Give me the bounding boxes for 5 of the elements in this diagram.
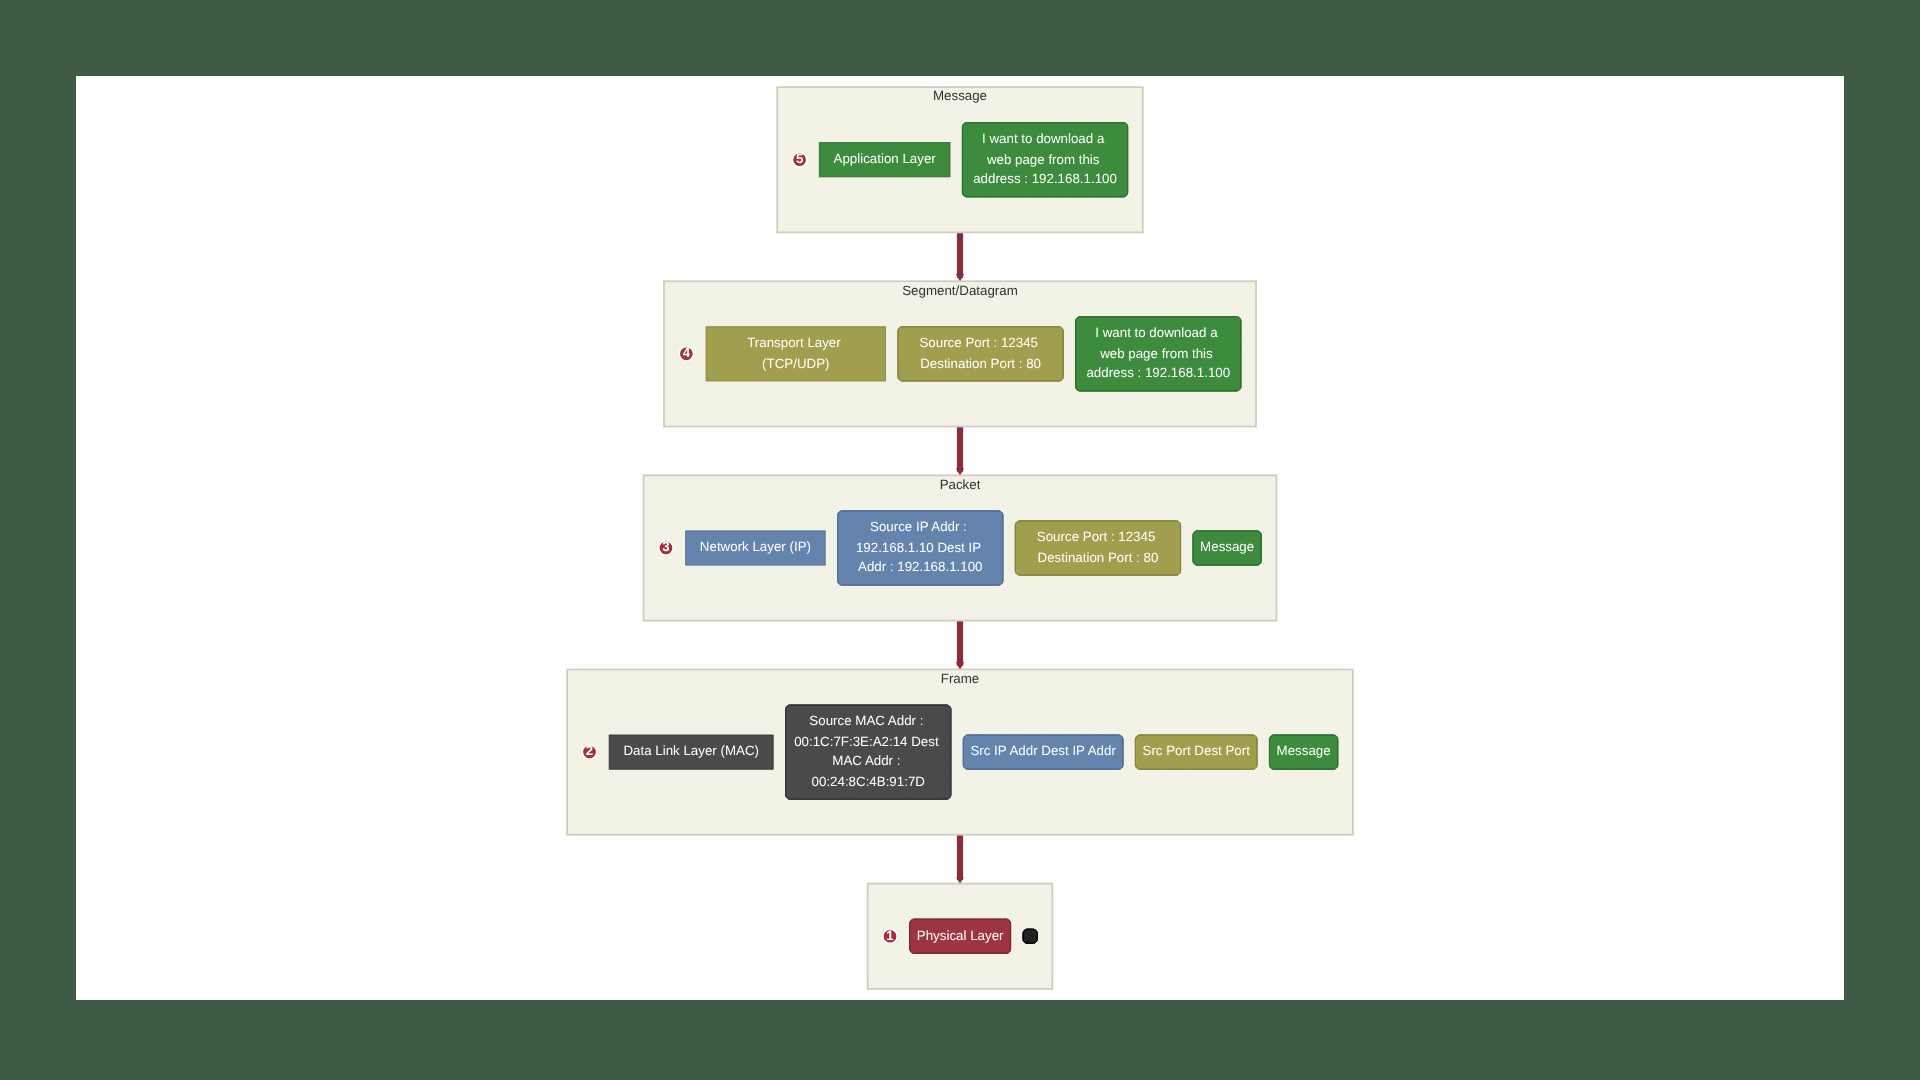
arrow xyxy=(956,232,964,282)
arrow xyxy=(956,426,964,476)
arrow xyxy=(956,620,964,670)
cluster xyxy=(866,882,1054,990)
arrow xyxy=(956,834,964,884)
